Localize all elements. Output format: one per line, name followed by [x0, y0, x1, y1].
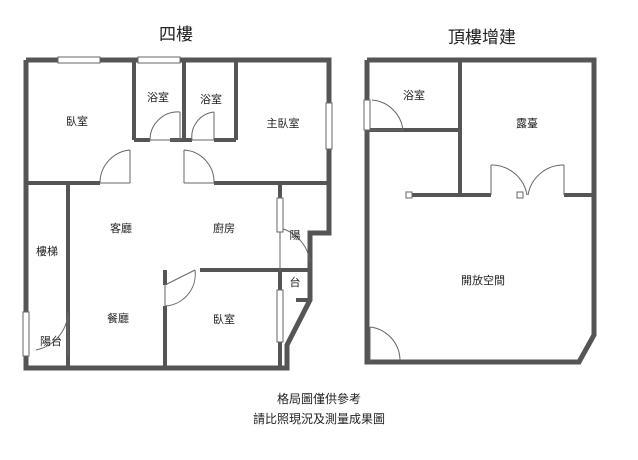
room-label-dining: 餐廳: [107, 311, 129, 325]
room-label-bath: 浴室: [147, 90, 169, 104]
window: [325, 102, 333, 150]
window: [57, 56, 101, 64]
window: [405, 191, 413, 199]
window: [516, 191, 524, 199]
rooftop-plan: 浴室 露臺 開放空間: [363, 57, 597, 365]
outer-wall: [23, 60, 332, 371]
window: [137, 56, 181, 64]
room-label-terrace: 露臺: [516, 116, 538, 130]
window: [276, 289, 284, 343]
door: [149, 111, 181, 141]
room-label-bath: 浴室: [200, 92, 222, 106]
door: [183, 149, 215, 184]
outer-wall: [364, 57, 597, 365]
room-label-balcony: 台: [290, 275, 301, 289]
room-label-balcony: 陽台: [40, 334, 62, 348]
window: [363, 99, 371, 131]
room-label-open-space: 開放空間: [461, 273, 505, 287]
door: [35, 311, 69, 356]
room-label-bedroom: 臥室: [213, 312, 235, 326]
door: [191, 111, 215, 141]
room-label-master-bedroom: 主臥室: [267, 116, 300, 130]
door: [99, 149, 131, 184]
room-label-living: 客廳: [110, 221, 132, 235]
door: [370, 99, 404, 131]
door: [527, 164, 565, 196]
rooftop-title: 頂樓增建: [448, 28, 516, 48]
door: [279, 227, 311, 270]
door: [369, 326, 401, 362]
fourth-floor-plan: 臥室 浴室 浴室 主臥室 客廳 廚房 陽 台 樓梯 陽台 餐廳 臥室: [22, 56, 333, 371]
disclaimer-line-2: 請比照現況及測量成果圖: [252, 412, 385, 426]
room-label-bath: 浴室: [403, 88, 425, 102]
room-label-stairs: 樓梯: [36, 244, 58, 258]
room-label-kitchen: 廚房: [213, 221, 235, 235]
room-label-bedroom: 臥室: [66, 114, 88, 128]
window: [22, 311, 30, 357]
window: [276, 197, 284, 233]
door: [490, 164, 528, 196]
fourth-floor-title: 四樓: [159, 25, 193, 45]
disclaimer-line-1: 格局圖僅供參考: [276, 392, 361, 406]
door: [164, 269, 196, 307]
room-label-balcony: 陽: [290, 229, 301, 242]
